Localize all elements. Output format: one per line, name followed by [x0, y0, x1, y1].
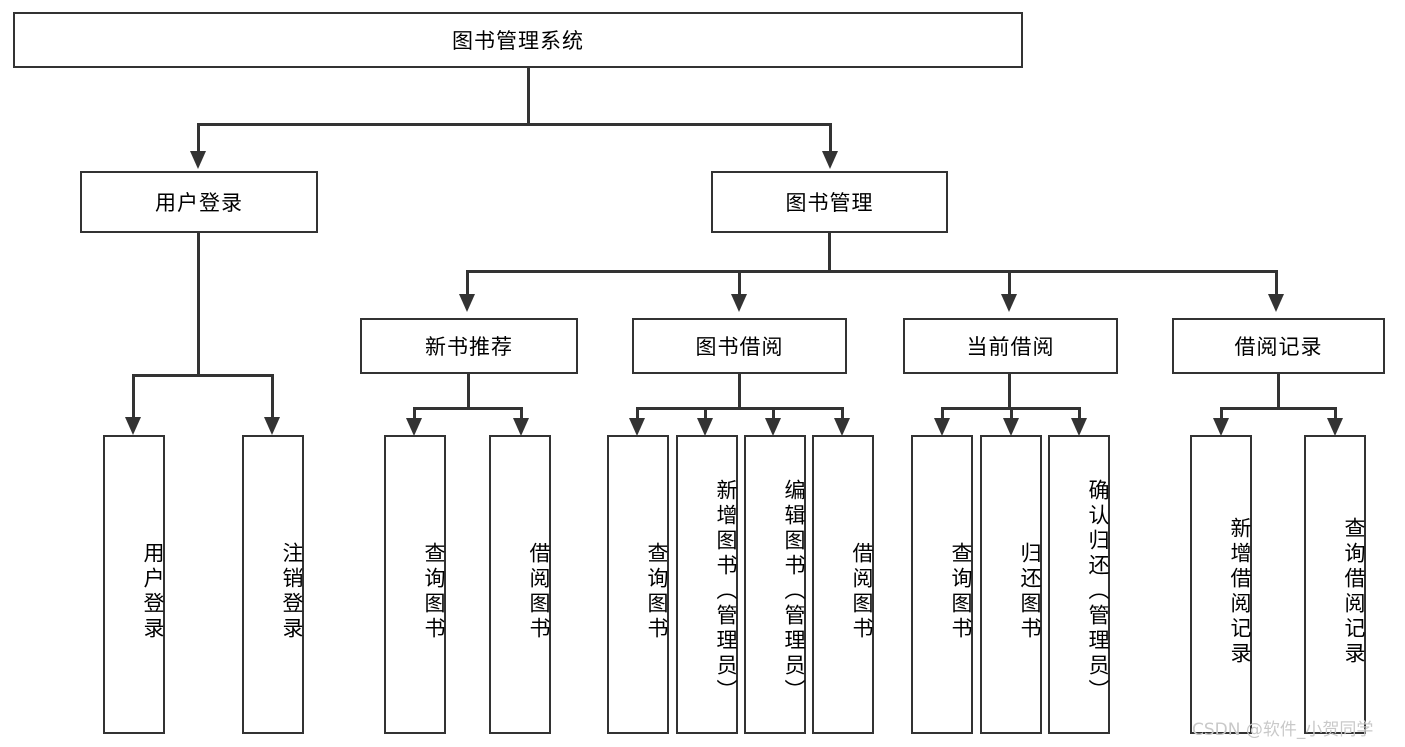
connector-nb-to-leaf-2	[520, 407, 523, 421]
node-label: 编辑图书（管理员）	[782, 479, 806, 704]
connector-br-to-leaf-1	[1220, 407, 1223, 421]
connector-new-book-stem	[467, 374, 470, 407]
connector-br-to-leaf-2	[1334, 407, 1337, 421]
arrowhead-user-login	[190, 151, 206, 169]
connector-borrow-record-stem	[1277, 374, 1280, 407]
connector-root-to-book-management	[829, 123, 832, 151]
node-label: 新增借阅记录	[1228, 516, 1252, 667]
connector-bb-to-leaf-1	[636, 407, 639, 421]
leaf-bb-add-book[interactable]: 新增图书（管理员）	[676, 435, 738, 734]
connector-user-login-bar	[132, 374, 273, 377]
arrowhead-nb-borrow-book	[513, 418, 529, 436]
node-label: 借阅图书	[850, 541, 874, 642]
arrowhead-cb-return-book	[1003, 418, 1019, 436]
arrowhead-current-borrow	[1001, 294, 1017, 312]
node-user-login[interactable]: 用户登录	[80, 171, 318, 233]
arrowhead-bb-query-book	[629, 418, 645, 436]
node-borrow-record[interactable]: 借阅记录	[1172, 318, 1385, 374]
leaf-bb-borrow-book[interactable]: 借阅图书	[812, 435, 874, 734]
connector-nb-to-leaf-1	[413, 407, 416, 421]
node-label: 图书管理系统	[452, 29, 584, 53]
connector-book-management-stem	[828, 233, 831, 270]
leaf-nb-query-book[interactable]: 查询图书	[384, 435, 446, 734]
node-label: 新增图书（管理员）	[714, 479, 738, 704]
node-new-book-recommend[interactable]: 新书推荐	[360, 318, 578, 374]
node-label: 查询图书	[422, 541, 446, 642]
arrowhead-br-add-record	[1213, 418, 1229, 436]
connector-cb-to-leaf-2	[1010, 407, 1013, 421]
node-label: 确认归还（管理员）	[1086, 479, 1110, 704]
csdn-watermark: CSDN @软件_小贺同学	[1192, 720, 1374, 740]
node-root-book-management-system[interactable]: 图书管理系统	[13, 12, 1023, 68]
leaf-user-login[interactable]: 用户登录	[103, 435, 165, 734]
connector-current-borrow-stem	[1008, 374, 1011, 407]
node-label: 归还图书	[1018, 541, 1042, 642]
node-current-borrow[interactable]: 当前借阅	[903, 318, 1118, 374]
connector-user-login-to-leaf-2	[271, 374, 274, 417]
node-label: 图书管理	[785, 191, 874, 215]
arrowhead-leaf-user-login	[125, 417, 141, 435]
node-label: 当前借阅	[966, 335, 1055, 359]
leaf-logout[interactable]: 注销登录	[242, 435, 304, 734]
connector-borrow-record-bar	[1220, 407, 1337, 410]
connector-cb-to-leaf-3	[1078, 407, 1081, 421]
arrowhead-borrow-record	[1268, 294, 1284, 312]
leaf-bb-query-book[interactable]: 查询图书	[607, 435, 669, 734]
connector-book-borrow-bar	[636, 407, 842, 410]
node-label: 借阅记录	[1234, 335, 1323, 359]
node-label: 注销登录	[280, 541, 304, 642]
connector-bb-to-leaf-4	[841, 407, 844, 421]
connector-bm-to-borrow-record	[1275, 270, 1278, 294]
connector-root-to-user-login	[197, 123, 200, 151]
node-label: 用户登录	[141, 541, 165, 642]
node-book-management[interactable]: 图书管理	[711, 171, 948, 233]
arrowhead-new-book-recommend	[459, 294, 475, 312]
arrowhead-bb-edit-book	[765, 418, 781, 436]
connector-root-bar	[197, 123, 831, 126]
connector-user-login-to-leaf-1	[132, 374, 135, 417]
arrowhead-bb-add-book	[697, 418, 713, 436]
leaf-nb-borrow-book[interactable]: 借阅图书	[489, 435, 551, 734]
leaf-br-query-record[interactable]: 查询借阅记录	[1304, 435, 1366, 734]
node-label: 查询借阅记录	[1342, 516, 1366, 667]
arrowhead-cb-confirm-return	[1071, 418, 1087, 436]
node-label: 查询图书	[645, 541, 669, 642]
arrowhead-bb-borrow-book	[834, 418, 850, 436]
leaf-cb-confirm-return[interactable]: 确认归还（管理员）	[1048, 435, 1110, 734]
node-label: 新书推荐	[425, 335, 513, 359]
connector-book-management-bar	[466, 270, 1278, 273]
leaf-bb-edit-book[interactable]: 编辑图书（管理员）	[744, 435, 806, 734]
arrowhead-leaf-logout	[264, 417, 280, 435]
leaf-br-add-record[interactable]: 新增借阅记录	[1190, 435, 1252, 734]
node-label: 查询图书	[949, 541, 973, 642]
leaf-cb-return-book[interactable]: 归还图书	[980, 435, 1042, 734]
node-label: 用户登录	[155, 191, 243, 215]
arrowhead-book-management	[822, 151, 838, 169]
connector-bm-to-new-book	[466, 270, 469, 294]
arrowhead-nb-query-book	[406, 418, 422, 436]
arrowhead-book-borrow	[731, 294, 747, 312]
leaf-cb-query-book[interactable]: 查询图书	[911, 435, 973, 734]
connector-user-login-stem	[197, 233, 200, 374]
arrowhead-br-query-record	[1327, 418, 1343, 436]
connector-bm-to-current-borrow	[1008, 270, 1011, 294]
node-label: 借阅图书	[527, 541, 551, 642]
connector-bm-to-book-borrow	[738, 270, 741, 294]
node-label: 图书借阅	[695, 335, 784, 359]
connector-cb-to-leaf-1	[941, 407, 944, 421]
connector-new-book-bar	[413, 407, 523, 410]
connector-root-stem	[527, 68, 530, 123]
connector-bb-to-leaf-3	[772, 407, 775, 421]
node-book-borrow[interactable]: 图书借阅	[632, 318, 847, 374]
arrowhead-cb-query-book	[934, 418, 950, 436]
connector-bb-to-leaf-2	[704, 407, 707, 421]
connector-book-borrow-stem	[738, 374, 741, 407]
